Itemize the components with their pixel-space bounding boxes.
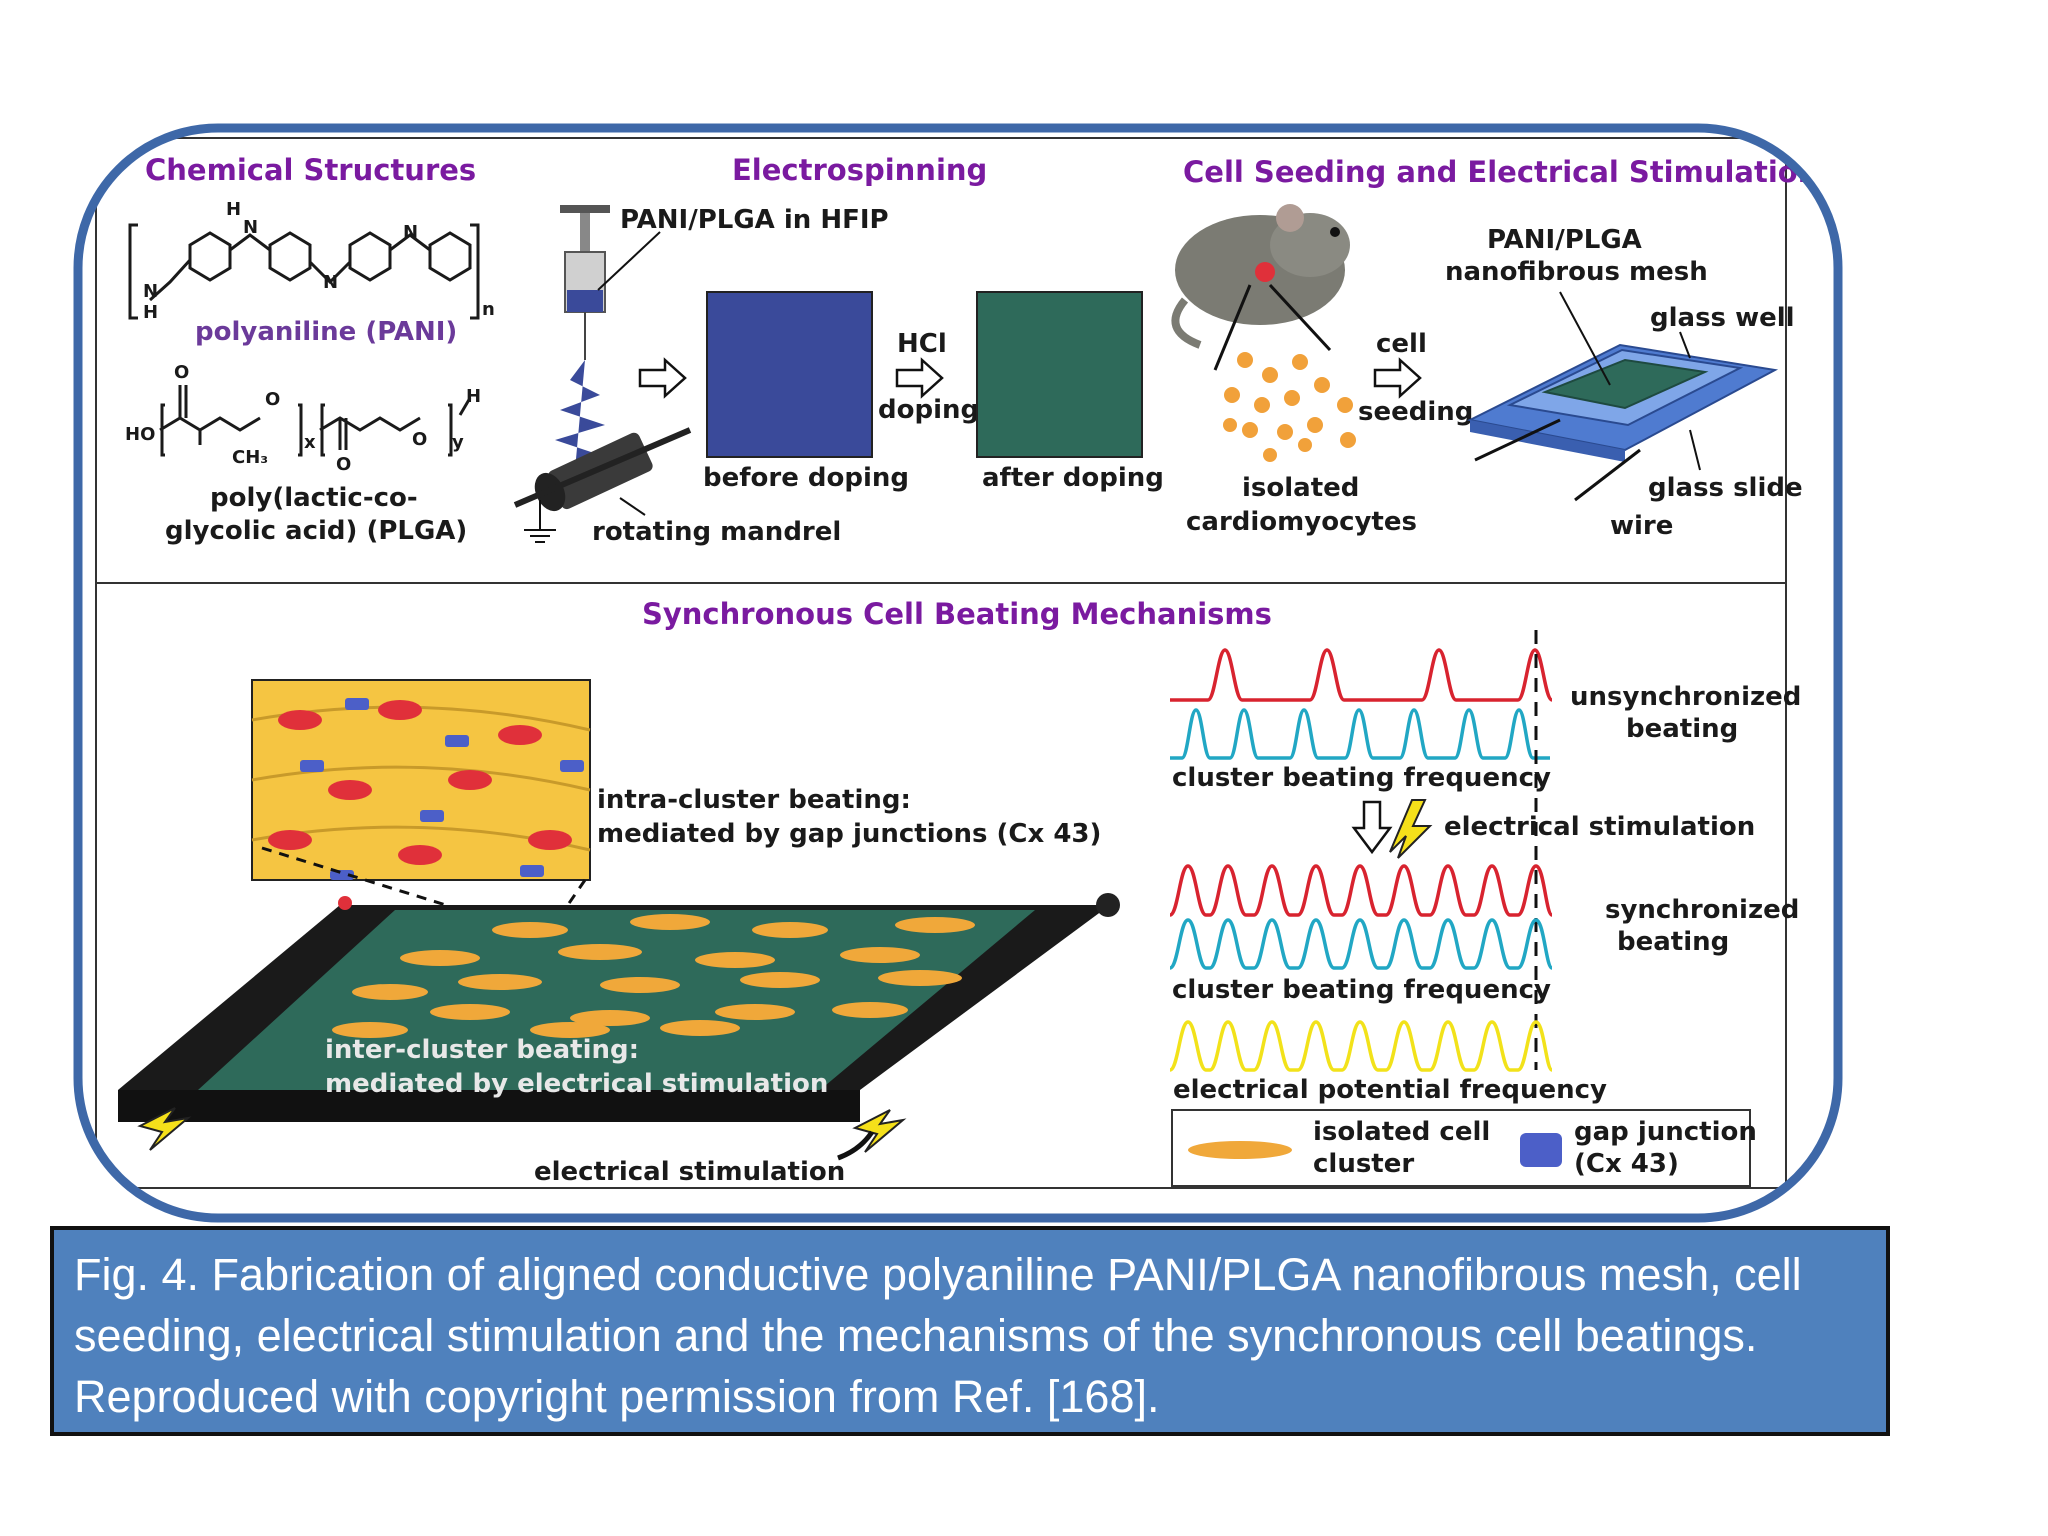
plga-label-line2: glycolic acid) (PLGA)	[165, 516, 467, 546]
plga-o-atom: O	[336, 454, 351, 475]
seeding-label: seeding	[1358, 397, 1473, 427]
solution-label: PANI/PLGA in HFIP	[620, 205, 889, 235]
pani-h-atom: H	[143, 302, 158, 323]
process-arrow-icon	[638, 357, 687, 399]
synchronized-cyan-trace	[1169, 918, 1554, 970]
lightning-icon	[852, 1109, 907, 1153]
frequency-label-1: cluster beating frequency	[1172, 763, 1551, 793]
mesh-label-line2: nanofibrous mesh	[1445, 257, 1708, 287]
frequency-label-2: cluster beating frequency	[1172, 975, 1551, 1005]
stimulation-wire	[837, 1130, 875, 1161]
unsynchronized-label: unsynchronized	[1570, 682, 1801, 712]
plga-o-atom: O	[265, 389, 280, 410]
rat-pointer	[1268, 283, 1332, 352]
rat-pointer	[1213, 284, 1252, 371]
plga-ch3-group: CH₃	[232, 447, 268, 468]
section-title-cell-seeding: Cell Seeding and Electrical Stimulation	[1183, 155, 1818, 189]
electrical-stimulation-label: electrical stimulation	[1444, 812, 1755, 842]
pani-subscript-n: n	[482, 299, 495, 320]
cell-label: cell	[1376, 329, 1427, 359]
section-title-electrospinning: Electrospinning	[732, 153, 987, 187]
inter-cluster-label-line2: mediated by electrical stimulation	[325, 1069, 828, 1099]
unsynchronized-cyan-trace	[1170, 708, 1550, 760]
plga-structure	[159, 385, 472, 457]
pani-n-atom: N	[403, 222, 418, 243]
mandrel-label: rotating mandrel	[592, 517, 841, 547]
legend-gap-label-line1: gap junction	[1574, 1117, 1757, 1147]
synchronized-label: synchronized	[1605, 895, 1799, 925]
glass-slide-device	[1466, 343, 1779, 502]
synchronized-red-trace	[1169, 864, 1554, 917]
plga-subscript-x: x	[304, 432, 316, 453]
plga-ho-group: HO	[125, 424, 155, 445]
before-doping-label: before doping	[703, 463, 909, 493]
before-doping-mesh	[706, 291, 873, 458]
mesh-label-line1: PANI/PLGA	[1487, 225, 1642, 255]
plga-o-atom: O	[412, 429, 427, 450]
mandrel-pointer	[619, 497, 646, 516]
inter-cluster-label-line1: inter-cluster beating:	[325, 1035, 639, 1065]
isolated-label: isolated	[1242, 473, 1359, 503]
pani-n-atom: N	[323, 272, 338, 293]
plga-h-atom: H	[466, 386, 481, 407]
cell-zoom-inset	[251, 679, 591, 881]
seeding-arrow-icon	[1373, 357, 1422, 399]
glass-well-pointer	[1679, 331, 1691, 359]
plga-subscript-y: y	[452, 432, 464, 453]
doping-label: doping	[878, 395, 979, 425]
glass-slide-label: glass slide	[1648, 473, 1803, 503]
wire-label: wire	[1610, 511, 1673, 541]
lightning-icon	[137, 1107, 192, 1151]
after-doping-label: after doping	[982, 463, 1164, 493]
hcl-label: HCl	[897, 329, 947, 359]
pani-n-atom: N	[143, 281, 158, 302]
legend-cluster-label-line2: cluster	[1313, 1149, 1414, 1179]
inner-border	[95, 137, 1787, 1189]
plga-o-atom: O	[174, 362, 189, 383]
legend-gap-junction-swatch	[1520, 1133, 1562, 1167]
rotating-mandrel-icon	[513, 427, 692, 543]
pani-n-atom: N	[243, 217, 258, 238]
rat-icon	[1171, 204, 1350, 349]
pani-structure	[128, 223, 480, 320]
doping-arrow-icon	[895, 357, 944, 399]
figure-caption: Fig. 4. Fabrication of aligned conductiv…	[50, 1226, 1890, 1436]
figure-panel: Chemical Structures Electrospinning Cell…	[78, 128, 1838, 1218]
zoom-line	[550, 879, 587, 929]
pani-h-atom: H	[226, 199, 241, 220]
section-title-synchronous: Synchronous Cell Beating Mechanisms	[642, 597, 1272, 631]
glass-well-label: glass well	[1650, 303, 1795, 333]
isolated-cardiomyocytes-cluster	[1223, 352, 1356, 462]
unsynchronized-beating-label: beating	[1626, 714, 1738, 744]
synchronized-beating-label: beating	[1617, 927, 1729, 957]
legend-cluster-swatch	[1188, 1141, 1292, 1159]
bottom-stimulation-label: electrical stimulation	[534, 1157, 845, 1187]
syringe-icon	[560, 205, 610, 360]
unsynchronized-red-trace	[1170, 648, 1554, 702]
fiber-jet-icon	[555, 360, 605, 470]
pani-label: polyaniline (PANI)	[195, 317, 457, 347]
intra-cluster-label-line2: mediated by gap junctions (Cx 43)	[597, 819, 1101, 849]
after-doping-mesh	[976, 291, 1143, 458]
electrical-potential-trace	[1169, 1020, 1554, 1072]
potential-frequency-label: electrical potential frequency	[1173, 1075, 1607, 1105]
cardiomyocytes-label: cardiomyocytes	[1186, 507, 1417, 537]
legend-gap-label-line2: (Cx 43)	[1574, 1149, 1679, 1179]
legend	[1171, 1109, 1751, 1187]
glass-slide-pointer	[1689, 429, 1701, 471]
intra-cluster-label-line1: intra-cluster beating:	[597, 785, 911, 815]
plga-label-line1: poly(lactic-co-	[210, 483, 418, 513]
legend-cluster-label-line1: isolated cell	[1313, 1117, 1490, 1147]
down-arrow-icon	[1351, 800, 1393, 855]
mesh-pointer	[1559, 291, 1611, 386]
cell-clusters	[332, 914, 975, 1038]
section-title-chemical: Chemical Structures	[145, 153, 476, 187]
solution-pointer	[597, 231, 661, 291]
lightning-icon	[1389, 799, 1433, 859]
rounded-frame	[73, 123, 1843, 1223]
